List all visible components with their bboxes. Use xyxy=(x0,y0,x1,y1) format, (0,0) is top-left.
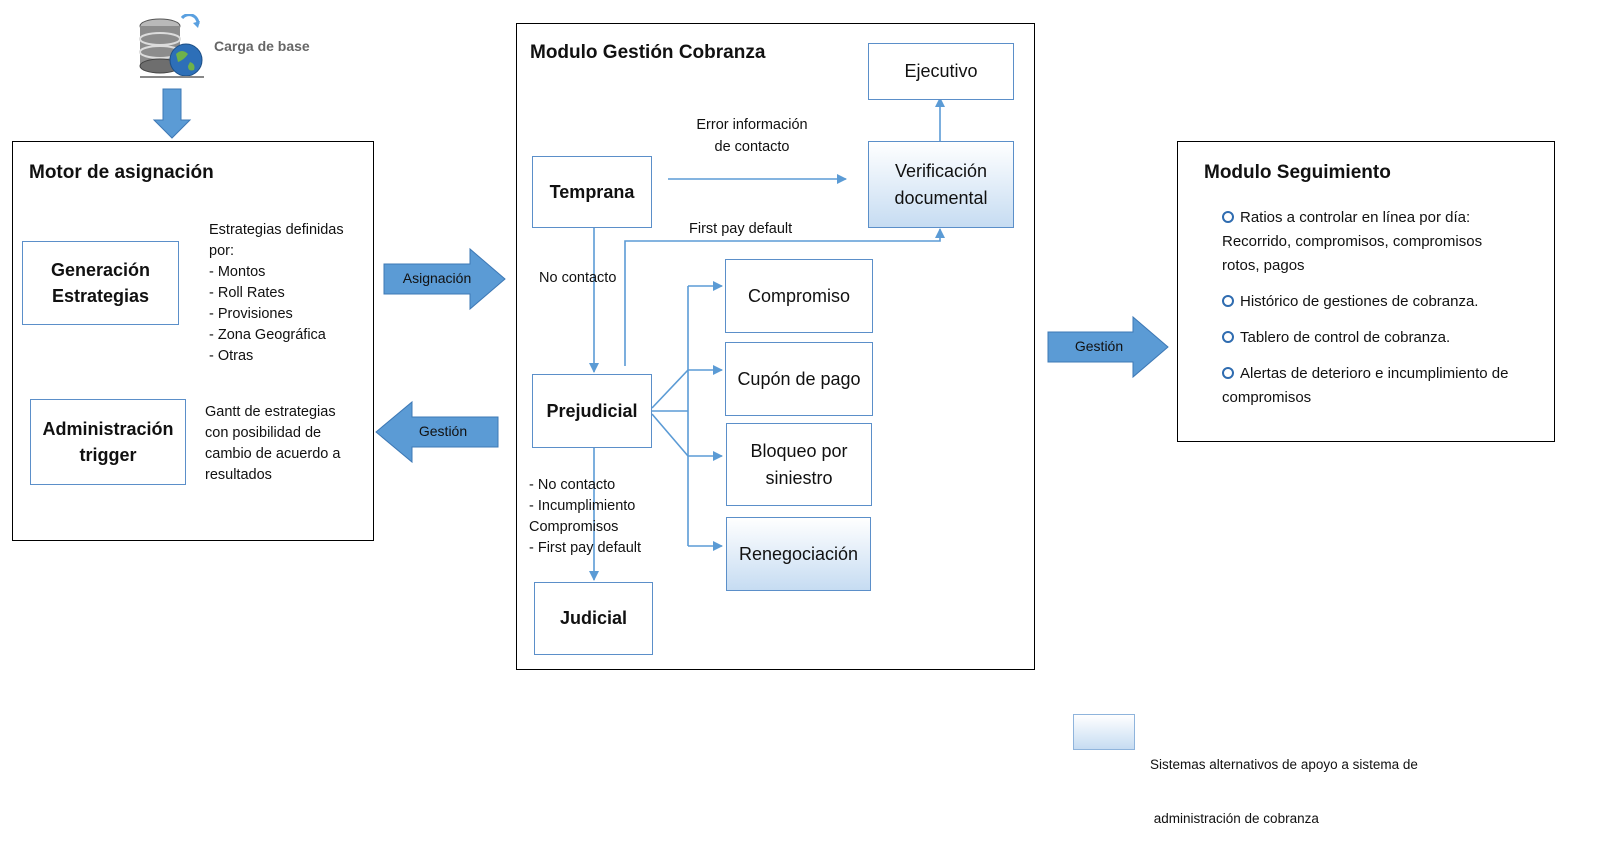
renegociacion-box: Renegociación xyxy=(726,517,871,591)
prejudicial-conditions: - No contacto - Incumplimiento Compromis… xyxy=(529,477,642,556)
compromiso-box: Compromiso xyxy=(725,259,873,333)
list-item: Ratios a controlar en línea por día: Rec… xyxy=(1222,209,1483,274)
generacion-estrategias-box: Generación Estrategias xyxy=(22,241,179,325)
gestion-right-label: Gestión xyxy=(1074,338,1124,354)
cupon-pago-box: Cupón de pago xyxy=(725,342,873,416)
bloqueo-siniestro-box: Bloqueo por siniestro xyxy=(726,423,872,506)
legend-text: Sistemas alternativos de apoyo a sistema… xyxy=(1150,757,1418,826)
database-globe-icon xyxy=(136,14,206,80)
list-item: Alertas de deterioro e incumplimiento de… xyxy=(1222,365,1509,406)
ejecutivo-box: Ejecutivo xyxy=(868,43,1014,100)
asignacion-arrow xyxy=(383,247,506,311)
judicial-box: Judicial xyxy=(534,582,653,655)
db-label: Carga de base xyxy=(214,38,310,54)
connectors xyxy=(152,88,1169,581)
prejudicial-box: Prejudicial xyxy=(532,374,652,448)
list-item: Histórico de gestiones de cobranza. xyxy=(1222,290,1522,314)
gantt-text: Gantt de estrategias con posibilidad de … xyxy=(205,404,341,483)
estrategias-text: Estrategias definidas por: - Montos - Ro… xyxy=(209,222,344,364)
db-down-arrow xyxy=(152,88,192,139)
list-item: Tablero de control de cobranza. xyxy=(1222,326,1522,350)
legend-swatch xyxy=(1073,714,1135,750)
motor-title: Motor de asignación xyxy=(29,162,214,183)
bullet-icon xyxy=(1222,331,1234,343)
seguimiento-list: Ratios a controlar en línea por día: Rec… xyxy=(1222,206,1522,422)
motor-asignacion-panel: Motor de asignación xyxy=(12,141,374,541)
error-contacto-label: Error información de contacto xyxy=(696,117,808,155)
verificacion-documental-box: Verificación documental xyxy=(868,141,1014,228)
first-pay-default-label: First pay default xyxy=(689,221,793,237)
administracion-trigger-box: Administración trigger xyxy=(30,399,186,485)
seguimiento-title: Modulo Seguimiento xyxy=(1204,162,1391,183)
gestion-left-label: Gestión xyxy=(418,423,468,439)
bullet-icon xyxy=(1222,295,1234,307)
gestion-right-arrow xyxy=(1047,315,1169,379)
cobranza-title: Modulo Gestión Cobranza xyxy=(530,42,766,63)
bullet-icon xyxy=(1222,211,1234,223)
gestion-cobranza-panel: Modulo Gestión Cobranza xyxy=(516,23,1035,670)
connector-first-pay xyxy=(624,228,945,366)
asignacion-label: Asignación xyxy=(402,270,472,286)
seguimiento-panel: Modulo Seguimiento Ratios a controlar en… xyxy=(1177,141,1555,442)
temprana-box: Temprana xyxy=(532,156,652,228)
bullet-icon xyxy=(1222,367,1234,379)
no-contacto-label: No contacto xyxy=(539,270,617,286)
gestion-left-arrow xyxy=(375,400,499,464)
